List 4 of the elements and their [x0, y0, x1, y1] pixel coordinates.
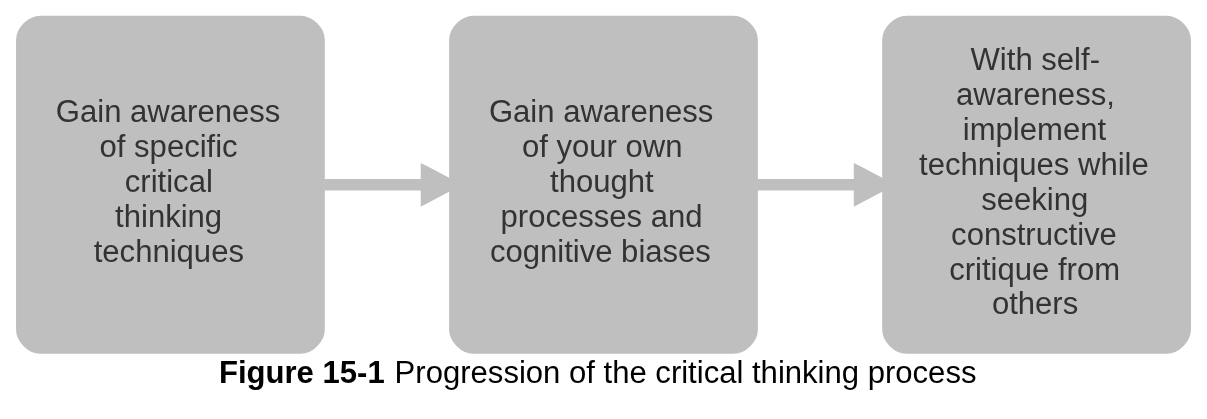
node-box: Gain awareness of specific critical thinking techniques: [16, 15, 325, 354]
node-box: Gain awareness of your own thought processes and cognitive biases: [449, 15, 758, 354]
node-box: With self-awareness, implement techniques while seeking constructive critique from others: [882, 15, 1191, 354]
caption: Figure 15-1 Progression of the critical thinking process: [218, 354, 977, 390]
